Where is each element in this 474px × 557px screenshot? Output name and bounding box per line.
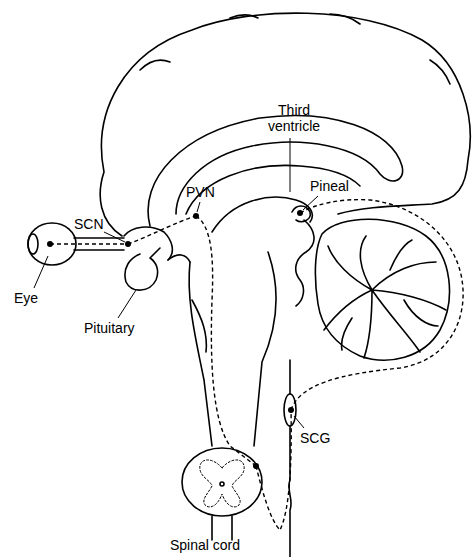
cerebellum-folia xyxy=(324,236,446,358)
brainstem-back xyxy=(254,252,276,446)
scg-ganglion xyxy=(284,394,296,426)
scg-pineal-pathway xyxy=(291,200,463,410)
scn-pvn-pathway xyxy=(128,216,196,244)
eye-lens xyxy=(28,234,38,254)
pituitary xyxy=(125,248,160,290)
pvn-spinal-pathway xyxy=(196,216,256,466)
eye-globe xyxy=(28,223,76,265)
spinal-dot xyxy=(253,463,259,469)
grey-matter xyxy=(200,460,244,507)
spinal-cord-section xyxy=(182,448,262,516)
scg-dot xyxy=(288,407,294,413)
eye-dot xyxy=(47,241,53,247)
leader-line xyxy=(197,202,200,212)
structure-label: Pineal xyxy=(310,178,370,194)
leader-line xyxy=(294,416,304,428)
pineal-dot xyxy=(297,210,303,216)
leader-line xyxy=(104,232,125,242)
brainstem-front xyxy=(189,262,212,446)
cortex-outline xyxy=(100,13,470,236)
spinal-cord-tail xyxy=(212,516,232,540)
scn-dot xyxy=(125,241,131,247)
leader-line xyxy=(303,196,318,210)
structure-label: SCN xyxy=(74,216,114,232)
pons xyxy=(192,300,206,352)
structure-label: PVN xyxy=(186,184,226,200)
cerebellum xyxy=(315,219,449,360)
retinal-pathway xyxy=(50,243,128,244)
leader-line xyxy=(34,256,48,288)
thalamus xyxy=(212,197,312,232)
structure-label: Eye xyxy=(14,290,54,306)
leader-line xyxy=(290,138,291,192)
structure-label: Pituitary xyxy=(84,320,164,336)
tectum xyxy=(296,220,314,306)
pineal-body xyxy=(292,206,310,222)
cortex-gyri xyxy=(140,14,450,84)
mammillary xyxy=(168,255,190,262)
leader-line xyxy=(118,290,136,318)
structure-label: SCG xyxy=(300,430,340,446)
structure-label: Spinal cord xyxy=(170,537,270,553)
central-canal xyxy=(220,482,224,486)
structure-label: Third ventricle xyxy=(258,102,330,134)
spinal-scg-pathway xyxy=(256,410,291,530)
pvn-dot xyxy=(193,213,199,219)
